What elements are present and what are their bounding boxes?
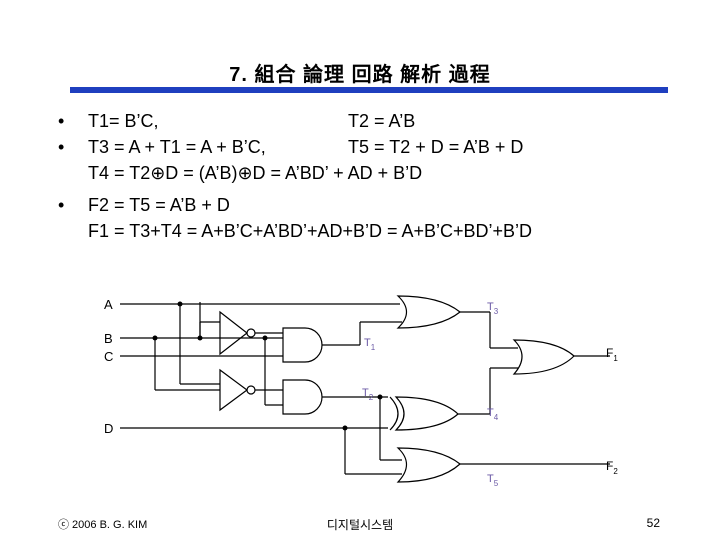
bullet-1: • T1= B’C, T2 = A’B <box>58 108 698 134</box>
not-gate-1 <box>219 310 248 356</box>
t1-label: T1 <box>364 337 376 352</box>
and-gate-2 <box>282 379 323 415</box>
and-gate-1 <box>282 327 323 363</box>
input-d-label: D <box>104 421 113 436</box>
or-gate-t3 <box>396 295 461 329</box>
t3-equation: T3 = A + T1 = A + B’C, <box>88 137 266 157</box>
t5-label: T5 <box>487 473 499 488</box>
not-gate-2 <box>219 368 249 412</box>
bullet-dot: • <box>58 137 65 157</box>
bullet-2: • T3 = A + T1 = A + B’C, T5 = T2 + D = A… <box>58 134 698 160</box>
or-gate-f1 <box>512 339 575 375</box>
t2-label: T2 <box>362 387 374 402</box>
t1-equation: T1= B’C, <box>88 111 159 131</box>
bullet-3-continuation: F1 = T3+T4 = A+B’C+A’BD’+AD+B’D = A+B’C+… <box>58 218 698 244</box>
f1-equation: F1 = T3+T4 = A+B’C+A’BD’+AD+B’D = A+B’C+… <box>88 221 533 241</box>
t3-label: T3 <box>487 301 499 316</box>
slide-title: 7. 組合 論理 回路 解析 過程 <box>229 64 491 86</box>
t4-equation: T4 = T2⊕D = (A’B)⊕D = A’BD’ + AD + B’D <box>88 163 423 183</box>
bullet-3: • F2 = T5 = A’B + D <box>58 192 698 218</box>
xor-gate-t4 <box>394 396 459 431</box>
t4-label: T4 <box>487 407 499 422</box>
input-c-label: C <box>104 349 113 364</box>
or-gate-t5 <box>396 447 461 483</box>
xor-extra-arc <box>389 396 399 431</box>
bullet-list: • T1= B’C, T2 = A’B • T3 = A + T1 = A + … <box>58 108 698 244</box>
footer-copyright: ⓒ 2006 B. G. KIM <box>58 519 148 531</box>
bullet-dot: • <box>58 195 65 215</box>
f1-label: F1 <box>606 346 618 363</box>
t5-equation: T5 = T2 + D = A’B + D <box>348 137 524 157</box>
bullet-dot: • <box>58 111 65 131</box>
page-number: 52 <box>646 516 660 530</box>
t2-equation: T2 = A’B <box>348 111 416 131</box>
input-b-label: B <box>104 331 113 346</box>
input-a-label: A <box>104 297 113 312</box>
bullet-2-continuation: T4 = T2⊕D = (A’B)⊕D = A’BD’ + AD + B’D <box>58 160 698 186</box>
footer-course: 디지털시스템 <box>326 518 394 532</box>
f2-equation: F2 = T5 = A’B + D <box>88 195 230 215</box>
f2-label: F2 <box>606 459 618 476</box>
title-underline <box>70 87 668 93</box>
